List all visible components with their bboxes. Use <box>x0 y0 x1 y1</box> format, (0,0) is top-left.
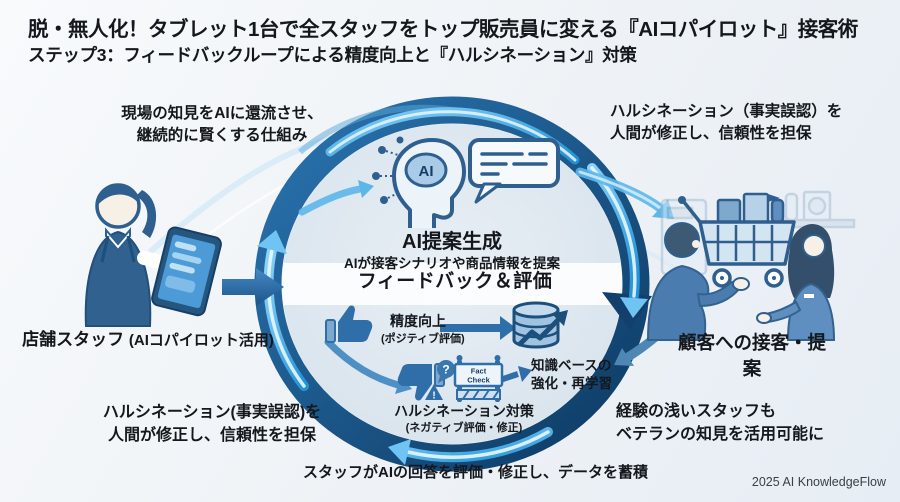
chat-bubble-icon <box>468 138 560 204</box>
arrow-to-ai-icon <box>298 180 374 216</box>
knowledge-base-line2: 強化・再学習 <box>531 375 612 391</box>
knowledge-database-icon <box>512 301 568 349</box>
callout-bottom-right-line2: ベテランの知見を活用可能に <box>616 426 825 444</box>
warning-triangle-icon: ! <box>425 384 443 402</box>
staff-person-icon <box>756 224 836 341</box>
customer-label: 顧客への接客・提案 <box>678 332 827 379</box>
staff-label-line1: 店舗スタッフ <box>22 330 125 349</box>
callout-bottom-left: ハルシネーション(事実誤認)を 人間が修正し、信頼性を担保 <box>103 402 321 447</box>
callout-bottom-right: 経験の浅いスタッフも ベテランの知見を活用可能に <box>616 400 824 446</box>
customer-person-icon <box>646 222 750 341</box>
ai-badge: AI <box>419 163 434 180</box>
callout-bottom-left-line1: ハルシネーション(事実誤認)を <box>102 404 322 421</box>
slide-subtitle: ステップ3：フィードバックループによる精度向上と『ハルシネーション』対策 <box>28 45 637 65</box>
staff-label-line2: (AIコパイロット活用) <box>128 332 274 349</box>
flow-arrow-bottom-left-icon <box>388 427 553 465</box>
negative-label: ハルシネーション対策 <box>394 403 534 419</box>
svg-text:!: ! <box>432 391 435 402</box>
feedback-title: フィードバック＆評価 <box>357 271 553 292</box>
callout-top-right: ハルシネーション（事実誤認）を 人間が修正し、信頼性を担保 <box>610 101 842 145</box>
fact-check-gate-icon: Fact Check <box>453 355 504 402</box>
callout-bottom-right-line1: 経験の浅いスタッフも <box>616 403 777 420</box>
knowledge-base-label: 知識ベースの 強化・再学習 <box>531 357 612 392</box>
staff-figure-icon <box>84 183 222 327</box>
thumbs-up-icon <box>325 305 373 343</box>
callout-bottom-center: スタッフがAIの回答を評価・修正し、データを蓄積 <box>303 464 649 481</box>
staff-label: 店舗スタッフ (AIコパイロット活用) <box>22 329 274 351</box>
ai-generation-title: AI提案生成 <box>402 231 502 253</box>
customer-scene-icon <box>646 190 856 341</box>
knowledge-base-line1: 知識ベースの <box>531 358 612 373</box>
svg-text:Fact: Fact <box>471 367 487 376</box>
ai-head-icon: AI <box>372 136 466 228</box>
shopping-cart-icon <box>678 192 796 288</box>
callout-top-left-line2: 継続的に賢くする仕組み <box>136 127 308 144</box>
svg-text:?: ? <box>442 363 449 377</box>
staff-to-ring-arrow-icon <box>222 268 284 306</box>
footer-credit: 2025 AI KnowledgeFlow <box>751 475 886 489</box>
positive-flow-arrow-icon <box>440 316 516 340</box>
ai-generation-subtitle: AIが接客シナリオや商品情報を提案 <box>344 256 560 271</box>
divider-band <box>282 263 622 305</box>
callout-top-right-line2: 人間が修正し、信頼性を担保 <box>610 125 812 142</box>
callout-top-left: 現場の知見をAIに還流させ、 継続的に賢くする仕組み <box>121 103 323 147</box>
callout-top-right-line1: ハルシネーション（事実誤認）を <box>610 103 843 120</box>
callout-bottom-left-line2: 人間が修正し、信頼性を担保 <box>107 426 316 444</box>
callout-top-left-line1: 現場の知見をAIに還流させ、 <box>121 105 323 122</box>
question-bubble-icon: ? <box>437 360 455 383</box>
slide-title: 脱・無人化！タブレット1台で全スタッフをトップ販売員に変える『AIコパイロット』… <box>28 18 858 41</box>
svg-text:Check: Check <box>467 376 490 385</box>
positive-sublabel: (ポジティブ評価) <box>381 333 465 345</box>
negative-sublabel: (ネガティブ評価・修正) <box>405 422 523 434</box>
flow-arrow-left-up-icon <box>257 230 309 391</box>
positive-label: 精度向上 <box>390 313 446 329</box>
